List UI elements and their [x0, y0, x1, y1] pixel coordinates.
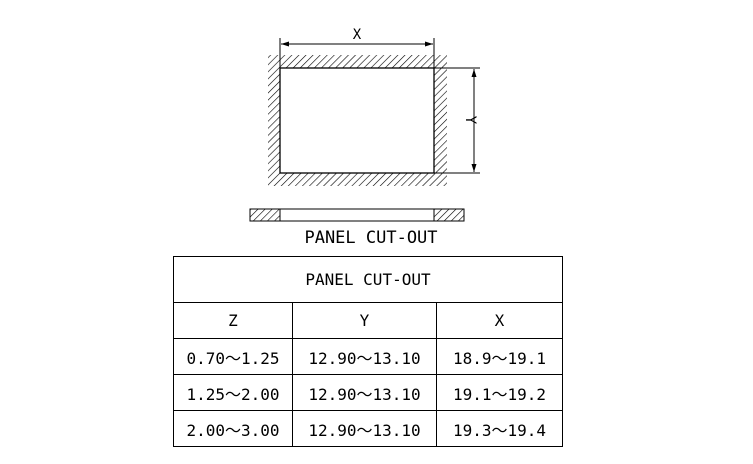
cell-y: 12.90～13.10	[292, 374, 437, 411]
column-header-z: Z	[173, 302, 293, 339]
table-row: 1.25～2.00 12.90～13.10 19.1～19.2	[173, 374, 563, 411]
x-dimension-label: X	[353, 27, 362, 43]
cell-y: 12.90～13.10	[292, 410, 437, 447]
panel-cutout-drawing: X Y PANEL CUT-OUT	[249, 27, 480, 248]
table-row: 2.00～3.00 12.90～13.10 19.3～19.4	[173, 410, 563, 447]
panel-cutout-table: PANEL CUT-OUT Z Y X 0.70～1.25 12.90～13.1…	[173, 256, 563, 447]
cutout-opening	[279, 67, 435, 174]
y-arrow-top-icon	[471, 69, 477, 77]
cell-z: 2.00～3.00	[173, 410, 293, 447]
cell-y: 12.90～13.10	[292, 338, 437, 375]
table-row: 0.70～1.25 12.90～13.10 18.9～19.1	[173, 338, 563, 375]
cell-z: 0.70～1.25	[173, 338, 293, 375]
section-panel-right	[433, 208, 465, 222]
table-header-row: Z Y X	[173, 302, 563, 339]
column-header-x: X	[436, 302, 563, 339]
y-arrow-bottom-icon	[471, 164, 477, 172]
y-dimension-label: Y	[462, 116, 478, 125]
panel-cutout-caption: PANEL CUT-OUT	[304, 228, 437, 248]
x-arrow-left-icon	[281, 41, 289, 47]
cell-x: 18.9～19.1	[436, 338, 563, 375]
column-header-y: Y	[292, 302, 437, 339]
table-title-row: PANEL CUT-OUT	[173, 256, 563, 303]
cell-x: 19.1～19.2	[436, 374, 563, 411]
section-panel-left	[249, 208, 281, 222]
table-title: PANEL CUT-OUT	[173, 256, 563, 303]
cell-z: 1.25～2.00	[173, 374, 293, 411]
x-arrow-right-icon	[425, 41, 433, 47]
cell-x: 19.3～19.4	[436, 410, 563, 447]
